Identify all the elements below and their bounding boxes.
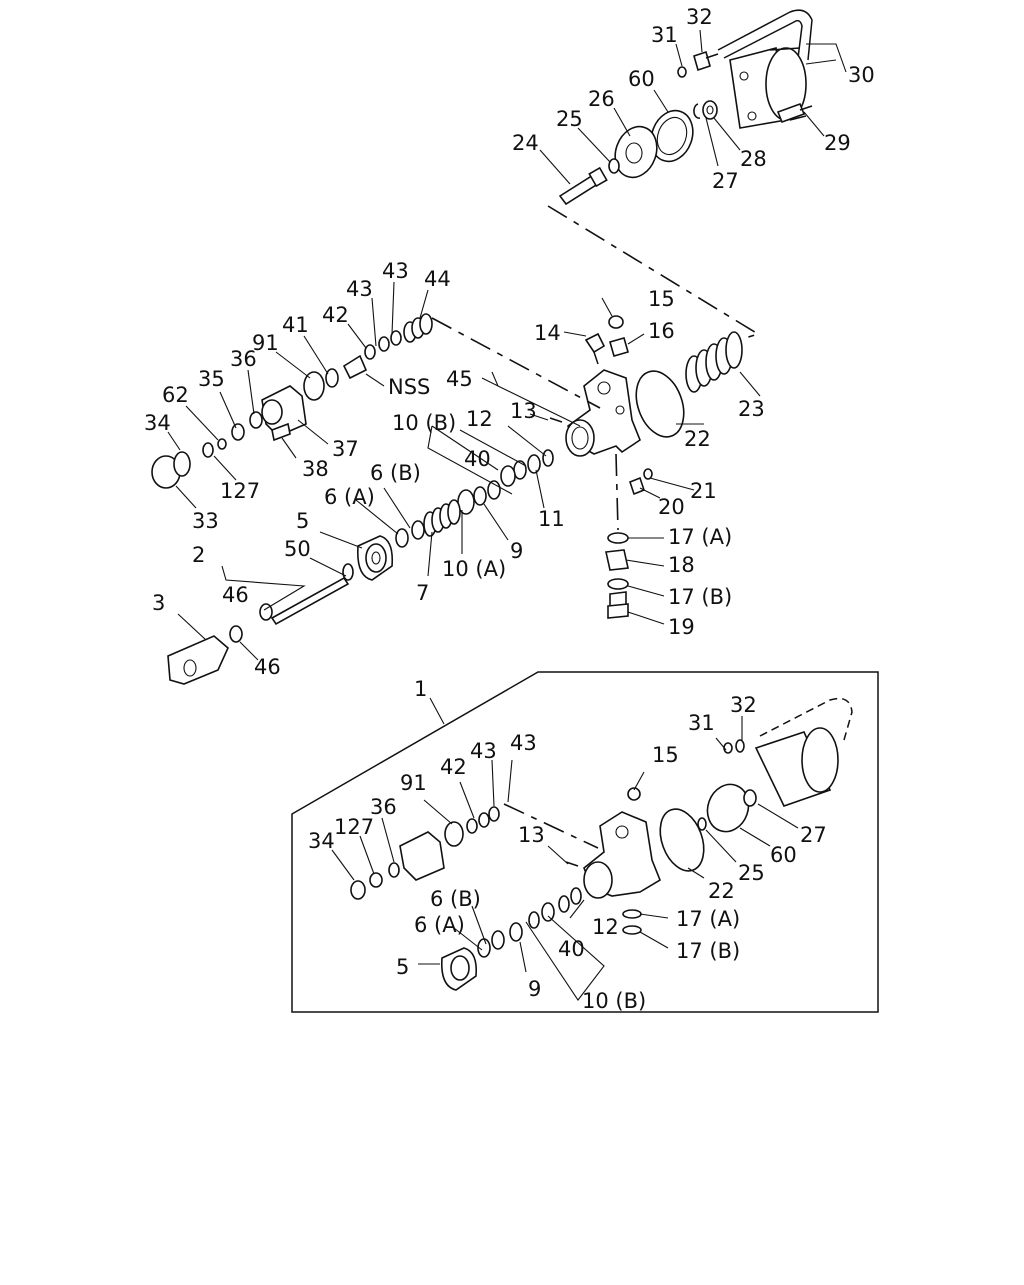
callout-3: 3 bbox=[152, 591, 165, 615]
callout-34: 34 bbox=[144, 411, 171, 435]
callout-24: 24 bbox=[512, 131, 539, 155]
callout-18: 18 bbox=[668, 553, 695, 577]
inset-callout-6a: 6 (A) bbox=[414, 913, 465, 937]
callout-11: 11 bbox=[538, 507, 565, 531]
callout-37: 37 bbox=[332, 437, 359, 461]
inset-callout-42: 42 bbox=[440, 755, 467, 779]
inset-callout-9: 9 bbox=[528, 977, 541, 1001]
callout-36: 36 bbox=[230, 347, 257, 371]
inset-callout-43a: 43 bbox=[470, 739, 497, 763]
inset-callout-43b: 43 bbox=[510, 731, 537, 755]
inset-callout-25: 25 bbox=[738, 861, 765, 885]
inset-callout-13: 13 bbox=[518, 823, 545, 847]
callout-13: 13 bbox=[510, 399, 537, 423]
callout-40: 40 bbox=[464, 447, 491, 471]
callout-45: 45 bbox=[446, 367, 473, 391]
inset-callout-27: 27 bbox=[800, 823, 827, 847]
callout-43a: 43 bbox=[346, 277, 373, 301]
leader-lines bbox=[167, 29, 847, 1001]
inset-assembly bbox=[350, 697, 853, 991]
inset-callout-6b: 6 (B) bbox=[430, 887, 481, 911]
inset-callout-91: 91 bbox=[400, 771, 427, 795]
inset-callout-40: 40 bbox=[558, 937, 585, 961]
callout-42: 42 bbox=[322, 303, 349, 327]
callout-10a: 10 (A) bbox=[442, 557, 506, 581]
callout-31: 31 bbox=[651, 23, 678, 47]
inset-callout-127: 127 bbox=[334, 815, 374, 839]
callout-44: 44 bbox=[424, 267, 451, 291]
inset-callout-34: 34 bbox=[308, 829, 335, 853]
callout-15: 15 bbox=[648, 287, 675, 311]
callout-19: 19 bbox=[668, 615, 695, 639]
callout-29: 29 bbox=[824, 131, 851, 155]
callout-23: 23 bbox=[738, 397, 765, 421]
inset-frame bbox=[291, 671, 879, 1013]
relay-valve-assembly bbox=[151, 313, 743, 685]
callout-6b: 6 (B) bbox=[370, 461, 421, 485]
callout-62: 62 bbox=[162, 383, 189, 407]
inset-callout-31: 31 bbox=[688, 711, 715, 735]
inset-callout-15: 15 bbox=[652, 743, 679, 767]
callout-17b: 17 (B) bbox=[668, 585, 732, 609]
callout-6a: 6 (A) bbox=[324, 485, 375, 509]
inset-callout-22: 22 bbox=[708, 879, 735, 903]
nss-label: NSS bbox=[388, 375, 430, 399]
callout-30: 30 bbox=[848, 63, 875, 87]
inset-callout-5: 5 bbox=[396, 955, 409, 979]
callout-16: 16 bbox=[648, 319, 675, 343]
callout-127: 127 bbox=[220, 479, 260, 503]
callout-22: 22 bbox=[684, 427, 711, 451]
callouts-main: 31 32 30 29 60 26 25 24 27 28 43 43 44 4… bbox=[144, 5, 875, 679]
callout-9: 9 bbox=[510, 539, 523, 563]
inset-callout-17b: 17 (B) bbox=[676, 939, 740, 963]
booster-cover-assembly bbox=[558, 9, 813, 206]
callout-60: 60 bbox=[628, 67, 655, 91]
callout-27: 27 bbox=[712, 169, 739, 193]
callout-7: 7 bbox=[416, 581, 429, 605]
callout-21: 21 bbox=[690, 479, 717, 503]
callout-5: 5 bbox=[296, 509, 309, 533]
callout-28: 28 bbox=[740, 147, 767, 171]
callout-26: 26 bbox=[588, 87, 615, 111]
inset-callout-17a: 17 (A) bbox=[676, 907, 740, 931]
callout-50: 50 bbox=[284, 537, 311, 561]
inset-callout-36: 36 bbox=[370, 795, 397, 819]
callout-35: 35 bbox=[198, 367, 225, 391]
inset-title: 1 bbox=[414, 677, 427, 701]
inset-callout-32: 32 bbox=[730, 693, 757, 717]
inset-callout-60: 60 bbox=[770, 843, 797, 867]
callout-10b: 10 (B) bbox=[392, 411, 456, 435]
callout-46b: 46 bbox=[254, 655, 281, 679]
callouts-inset: 1 31 32 15 43 43 42 91 36 127 34 13 22 2… bbox=[308, 677, 827, 1013]
callout-20: 20 bbox=[658, 495, 685, 519]
callout-43b: 43 bbox=[382, 259, 409, 283]
inset-callout-12: 12 bbox=[592, 915, 619, 939]
callout-38: 38 bbox=[302, 457, 329, 481]
callout-32: 32 bbox=[686, 5, 713, 29]
inset-callout-10b: 10 (B) bbox=[582, 989, 646, 1013]
callout-33: 33 bbox=[192, 509, 219, 533]
callout-91: 91 bbox=[252, 331, 279, 355]
callout-2: 2 bbox=[192, 543, 205, 567]
callout-17a: 17 (A) bbox=[668, 525, 732, 549]
callout-12: 12 bbox=[466, 407, 493, 431]
callout-46a: 46 bbox=[222, 583, 249, 607]
callout-25: 25 bbox=[556, 107, 583, 131]
callout-14: 14 bbox=[534, 321, 561, 345]
callout-41: 41 bbox=[282, 313, 309, 337]
